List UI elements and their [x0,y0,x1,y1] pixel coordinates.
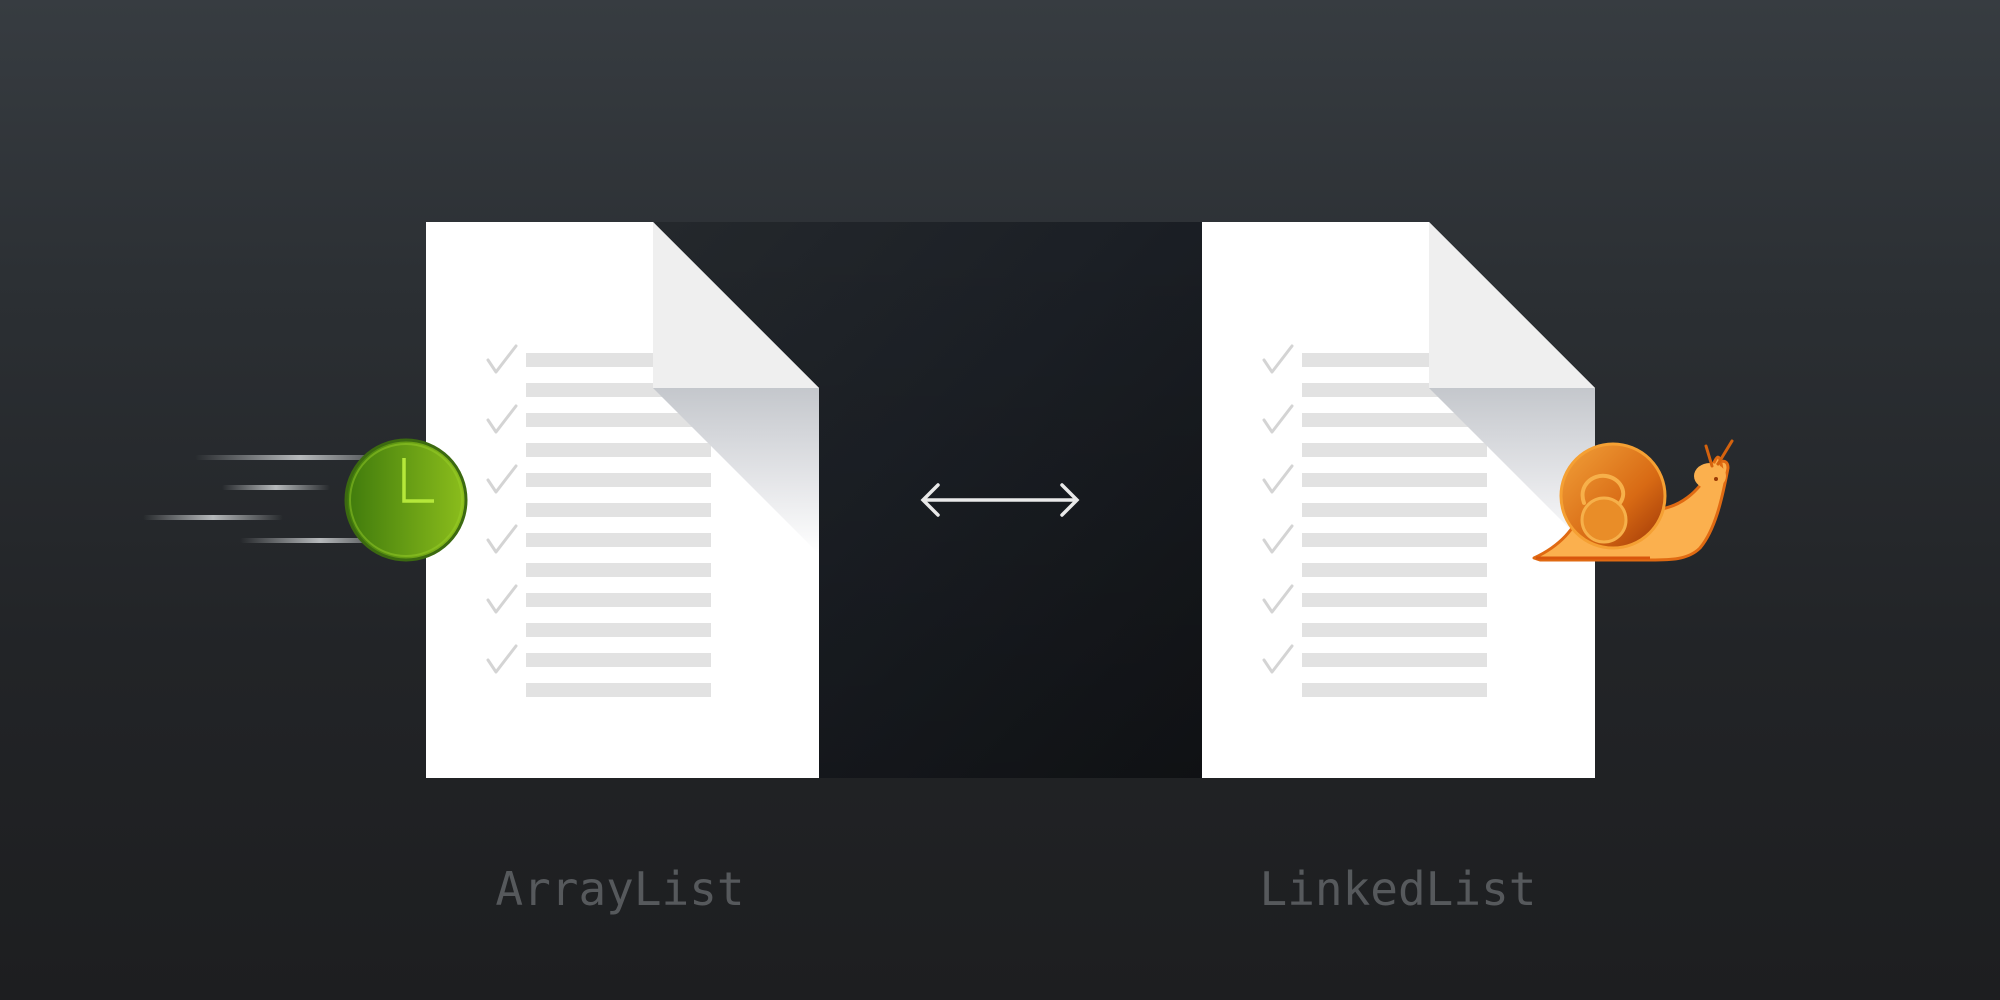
snail-icon [1532,439,1734,562]
text-line [1302,563,1487,577]
text-line [526,683,711,697]
page-fold [653,222,819,388]
check-icon [486,404,518,434]
text-line [526,503,711,517]
check-icon [1262,464,1294,494]
text-line [1302,473,1487,487]
check-icon [486,524,518,554]
text-line [1302,413,1487,427]
text-line [1302,683,1487,697]
text-line [526,473,711,487]
check-icon [486,344,518,374]
fold-shadow [1429,388,1595,554]
check-icon [486,464,518,494]
check-icon [486,644,518,674]
text-line [526,593,711,607]
page-fold [1429,222,1595,388]
check-icon [1262,644,1294,674]
double-arrow-icon [920,483,1080,517]
check-icon [486,584,518,614]
arraylist-document [426,222,819,778]
text-line [526,533,711,547]
text-line [1302,533,1487,547]
check-icon [1262,524,1294,554]
check-icon [1262,344,1294,374]
text-line [526,443,711,457]
text-line [1302,653,1487,667]
text-line [526,653,711,667]
text-line [526,623,711,637]
text-line [1302,623,1487,637]
linkedlist-document [1202,222,1595,778]
check-icon [1262,584,1294,614]
text-line [526,563,711,577]
check-icon [1262,404,1294,434]
arraylist-caption: ArrayList [495,862,744,916]
text-line [1302,443,1487,457]
fold-shadow [653,388,819,554]
text-line [1302,503,1487,517]
text-line [526,413,711,427]
text-line [1302,593,1487,607]
clock-icon [344,438,468,562]
linkedlist-caption: LinkedList [1260,862,1537,916]
